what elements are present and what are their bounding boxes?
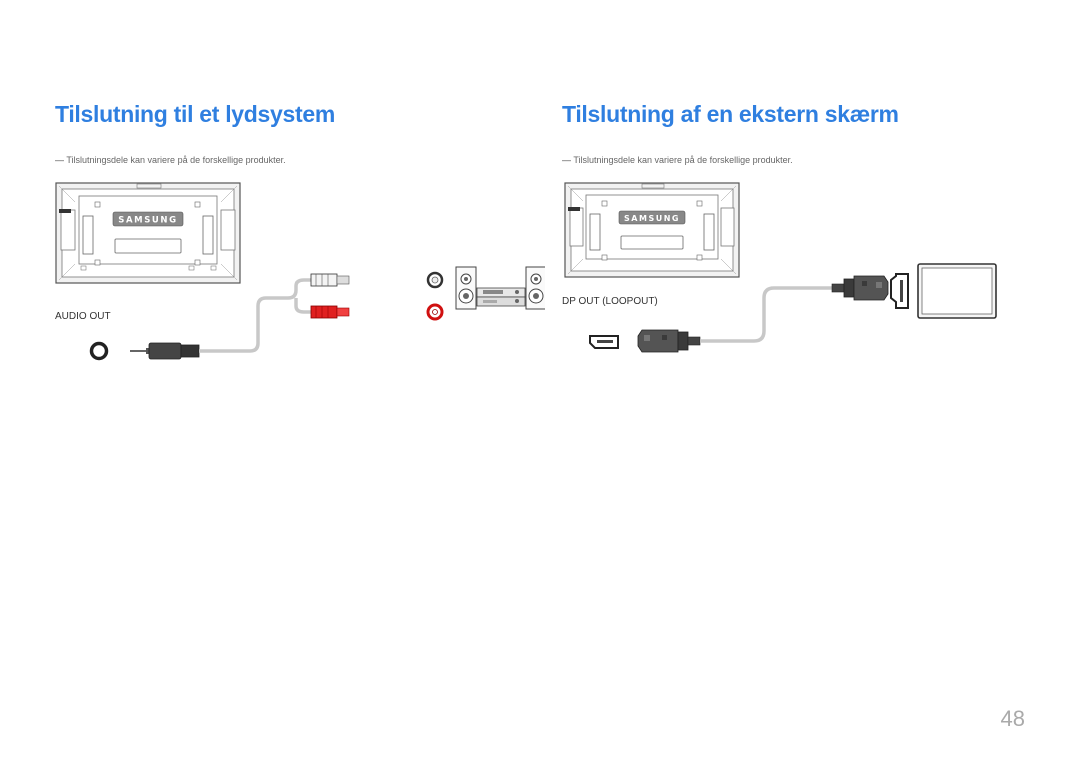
page-number: 48 bbox=[1000, 706, 1025, 731]
dp-plug-icon bbox=[831, 275, 889, 301]
dp-plug-icon bbox=[637, 329, 701, 353]
samsung-logo: SAMSUNG bbox=[624, 214, 680, 223]
note-text: Tilslutningsdele kan variere på de forsk… bbox=[66, 155, 286, 165]
audio-cable-illustration bbox=[89, 266, 545, 361]
audio-out-label: AUDIO OUT bbox=[55, 311, 111, 322]
stereo-system-icon bbox=[455, 266, 545, 310]
external-monitor-icon bbox=[917, 263, 997, 319]
dp-out-label: DP OUT (LOOPOUT) bbox=[562, 296, 658, 307]
section-title: Tilslutning af en ekstern skærm bbox=[562, 101, 899, 127]
note: ― Tilslutningsdele kan variere på de for… bbox=[55, 155, 286, 165]
note-dash: ― bbox=[55, 155, 64, 165]
section-title: Tilslutning til et lydsystem bbox=[55, 101, 336, 127]
audio-port-icon bbox=[89, 341, 109, 361]
note-text: Tilslutningsdele kan variere på de forsk… bbox=[573, 155, 793, 165]
white-rca-plug-icon bbox=[310, 273, 350, 287]
monitor-back-illustration: SAMSUNG bbox=[564, 182, 740, 278]
minijack-plug-icon bbox=[148, 342, 182, 360]
red-rca-plug-icon bbox=[310, 305, 350, 319]
dp-cable-illustration bbox=[589, 263, 997, 353]
samsung-logo: SAMSUNG bbox=[118, 216, 177, 226]
note: ― Tilslutningsdele kan variere på de for… bbox=[562, 155, 793, 165]
note-dash: ― bbox=[562, 155, 571, 165]
dp-port-icon bbox=[890, 273, 909, 309]
monitor-back-illustration: SAMSUNG bbox=[55, 182, 241, 284]
dp-port-icon bbox=[589, 335, 619, 349]
